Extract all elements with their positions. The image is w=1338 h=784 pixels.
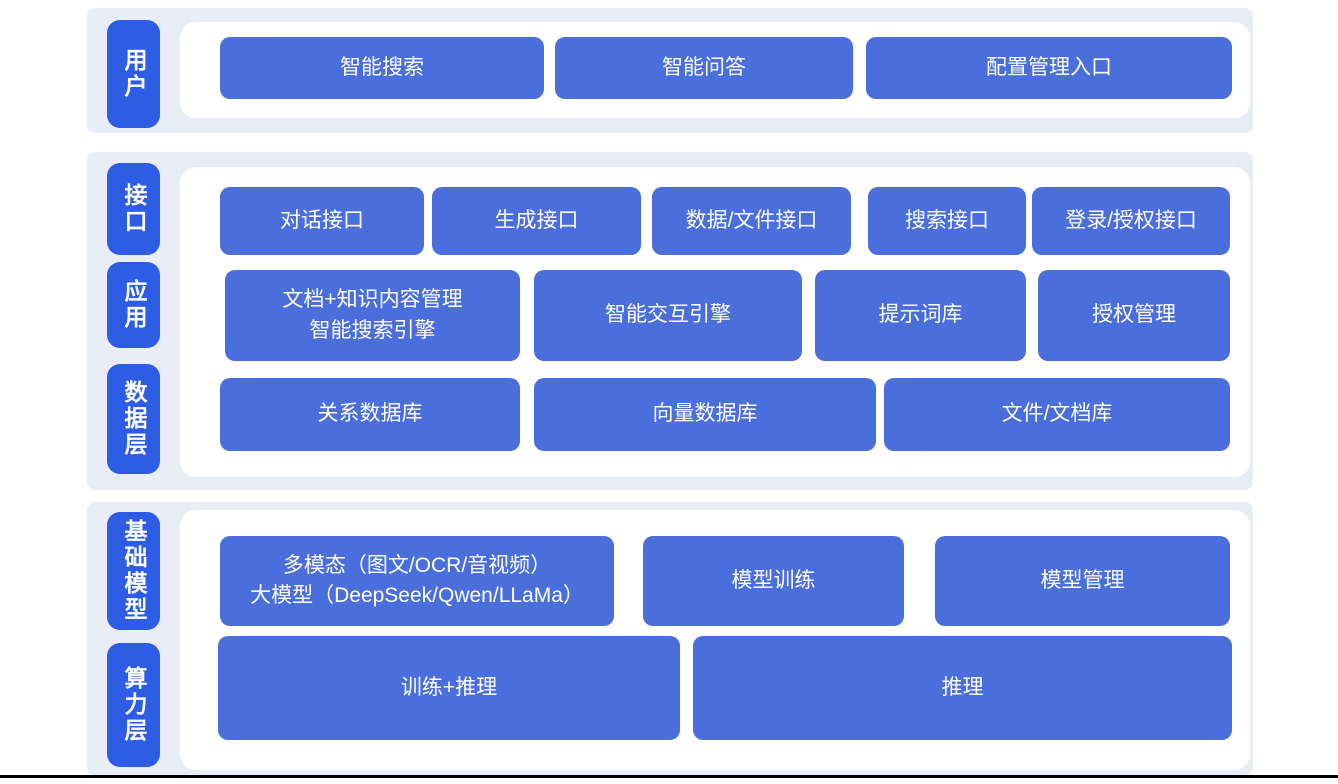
layer-label-user-text: 用户 [121,48,147,100]
layer-label-interface-text: 接口 [121,183,147,235]
box-data-file-api: 数据/文件接口 [652,187,851,255]
bottom-divider-line [0,775,1338,778]
box-dialog-api: 对话接口 [220,187,424,255]
box-smart-qa: 智能问答 [555,37,853,99]
box-model-training: 模型训练 [643,536,904,626]
box-search-api: 搜索接口 [868,187,1026,255]
box-smart-search: 智能搜索 [220,37,544,99]
box-config-management-entry: 配置管理入口 [866,37,1232,99]
box-authorization-management: 授权管理 [1038,270,1230,361]
layer-label-data-text: 数据层 [121,380,147,458]
box-inference: 推理 [693,636,1232,740]
layer-label-application: 应用 [107,262,160,348]
box-generation-api: 生成接口 [432,187,641,255]
box-smart-interaction-engine: 智能交互引擎 [534,270,802,361]
box-file-document-store: 文件/文档库 [884,378,1230,451]
layer-label-application-text: 应用 [121,279,147,331]
layer-label-compute: 算力层 [107,643,160,767]
layer-label-foundation-model-text: 基础模型 [121,519,147,623]
layer-label-interface: 接口 [107,163,160,255]
box-prompt-library: 提示词库 [815,270,1026,361]
box-multimodal-large-model: 多模态（图文/OCR/音视频） 大模型（DeepSeek/Qwen/LLaMa） [220,536,614,626]
box-login-auth-api: 登录/授权接口 [1032,187,1230,255]
layer-label-foundation-model: 基础模型 [107,512,160,630]
box-training-plus-inference: 训练+推理 [218,636,680,740]
layer-label-data: 数据层 [107,364,160,474]
box-model-management: 模型管理 [935,536,1230,626]
box-vector-database: 向量数据库 [534,378,876,451]
box-relational-database: 关系数据库 [220,378,520,451]
box-doc-knowledge-management-search-engine: 文档+知识内容管理 智能搜索引擎 [225,270,520,361]
layer-label-user: 用户 [107,20,160,128]
layer-label-compute-text: 算力层 [121,666,147,744]
